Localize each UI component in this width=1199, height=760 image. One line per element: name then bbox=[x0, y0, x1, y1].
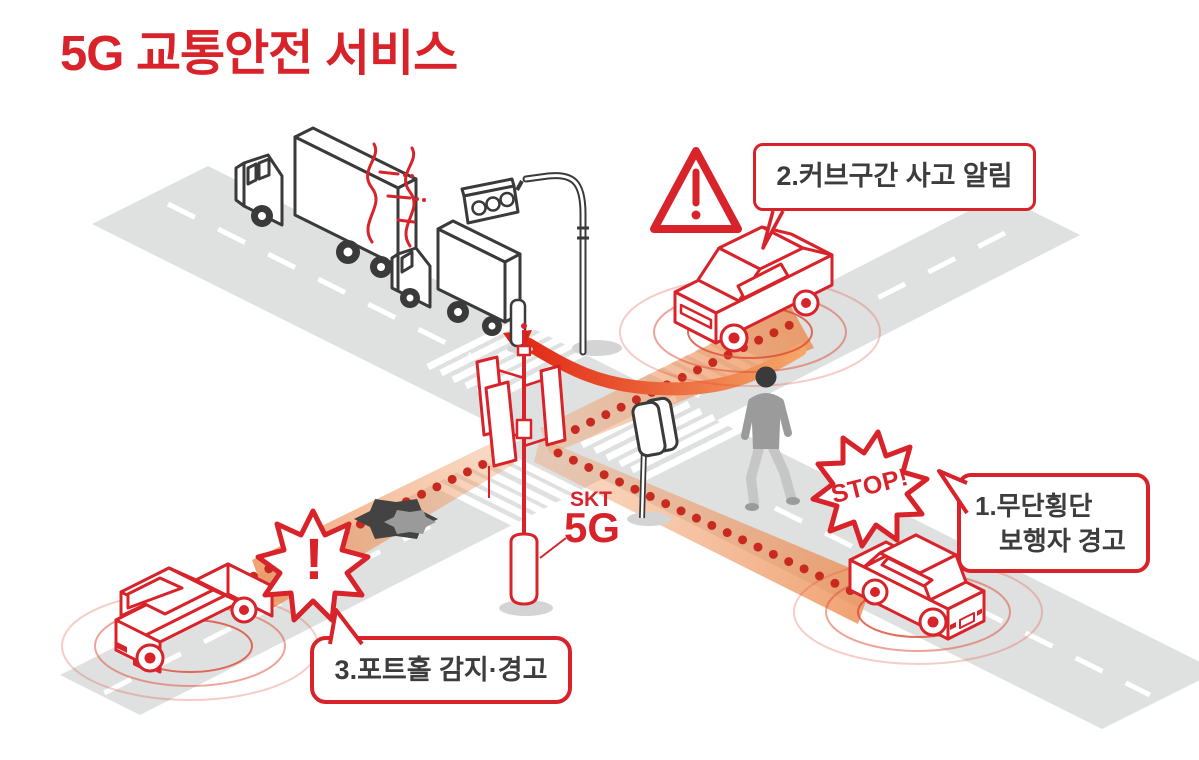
callout-tail-icon bbox=[761, 210, 785, 250]
lane-dashes bbox=[73, 201, 1152, 711]
pothole-alert-label: ! bbox=[304, 527, 324, 592]
station-pointer-line bbox=[539, 537, 567, 559]
dotted-line-to-sedan bbox=[553, 448, 869, 602]
callout-curve-accident: 2.커브구간 사고 알림 bbox=[753, 143, 1036, 250]
car-sedan-icon bbox=[848, 533, 986, 641]
station-tech-label: 5G bbox=[564, 504, 621, 551]
pedestrian-icon bbox=[741, 366, 800, 511]
callout-pothole-label: 3.포트홀 감지·경고 bbox=[334, 655, 548, 685]
sign-post-icon bbox=[631, 396, 679, 519]
station-brand-label: SKT bbox=[570, 488, 612, 511]
callout-pothole-warning: 3.포트홀 감지·경고 bbox=[310, 608, 572, 704]
dotted-line-to-suv bbox=[555, 315, 805, 442]
page-title: 5G 교통안전 서비스 bbox=[60, 27, 458, 81]
callout-jaywalk-warning: 1.무단횡단 보행자 경고 bbox=[937, 469, 1150, 573]
pothole-icon bbox=[354, 499, 438, 539]
car-suv-icon bbox=[673, 225, 834, 353]
callout-tail-icon bbox=[328, 608, 364, 646]
traffic-light-icon bbox=[460, 172, 589, 356]
collision-smoke-icon bbox=[366, 142, 426, 248]
pothole-alert-burst-icon bbox=[255, 508, 371, 623]
base-station-5g-icon bbox=[475, 323, 567, 606]
stop-burst-icon bbox=[810, 429, 930, 549]
callout-jaywalk-line2: 보행자 경고 bbox=[999, 526, 1126, 556]
callout-jaywalk-line1: 1.무단횡단 bbox=[975, 491, 1093, 521]
callout-tail-icon bbox=[937, 469, 969, 515]
car-hatchback-icon bbox=[114, 562, 274, 674]
callout-curve-accident-label: 2.커브구간 사고 알림 bbox=[776, 161, 1013, 191]
warning-triangle-icon bbox=[650, 147, 742, 233]
truck-small-icon bbox=[390, 219, 522, 336]
